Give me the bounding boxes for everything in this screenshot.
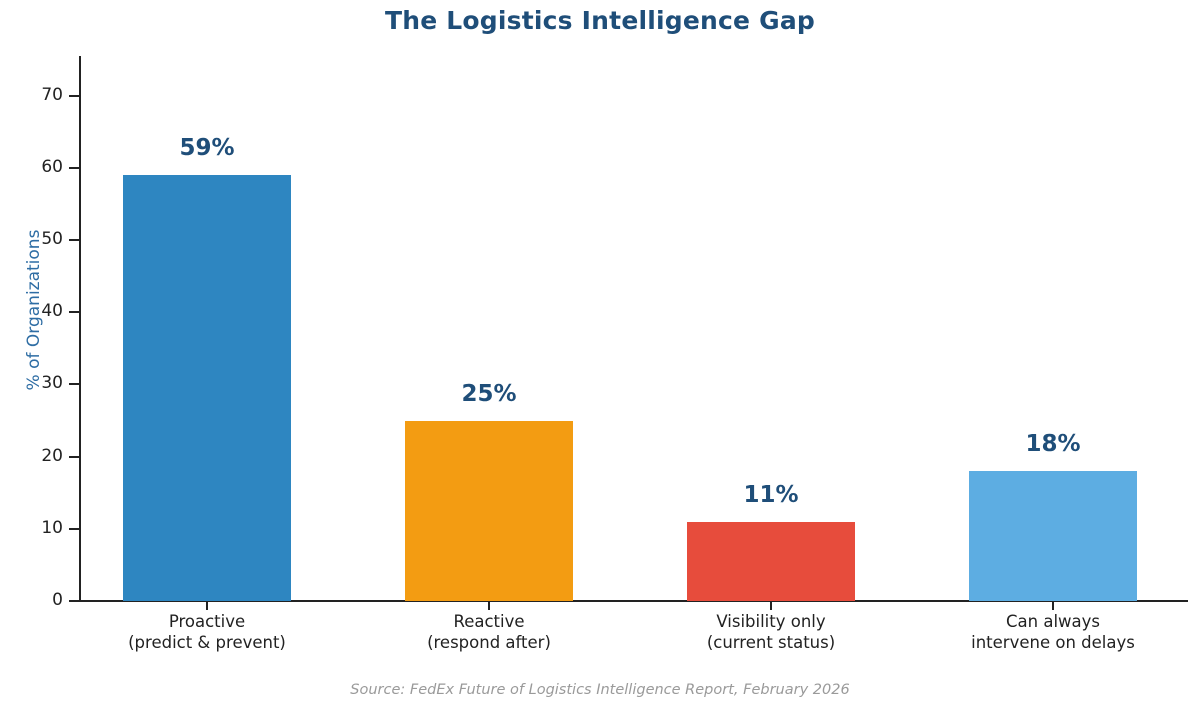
x-axis-tick-label: Can always intervene on delays (971, 612, 1135, 653)
x-axis-tick-label: Reactive (respond after) (427, 612, 551, 653)
y-axis-tick-label: 0 (52, 590, 63, 610)
bar[interactable] (123, 175, 291, 601)
bar[interactable] (687, 521, 855, 601)
y-axis-tick-label: 60 (41, 156, 63, 177)
y-axis-tick (69, 166, 79, 169)
y-axis-tick (69, 94, 79, 97)
x-axis-tick (488, 601, 490, 610)
y-axis-tick-label: 20 (41, 445, 63, 466)
x-axis-tick-label: Visibility only (current status) (706, 612, 836, 653)
x-axis-tick-label: Proactive (predict & prevent) (128, 612, 286, 653)
chart-title: The Logistics Intelligence Gap (384, 6, 815, 35)
bar-value-label: 18% (1025, 431, 1081, 458)
bar-value-label: 11% (743, 481, 799, 508)
source-note: Source: FedEx Future of Logistics Intell… (350, 682, 850, 698)
x-axis-spine (79, 600, 1188, 602)
y-axis-tick-label: 30 (41, 373, 63, 394)
x-axis-tick (206, 601, 208, 610)
y-axis-tick (69, 527, 79, 530)
bar[interactable] (969, 471, 1137, 601)
bar-value-label: 59% (179, 135, 235, 162)
y-axis-tick (69, 600, 79, 602)
y-axis-tick-label: 40 (41, 301, 63, 322)
x-axis-tick (1052, 601, 1054, 610)
y-axis-tick-label: 10 (41, 517, 63, 538)
bar-value-label: 25% (461, 380, 517, 407)
y-axis-tick (69, 383, 79, 386)
plot-area (79, 56, 1188, 601)
y-axis-tick-label: 70 (41, 84, 63, 105)
y-axis-tick (69, 239, 79, 242)
bar[interactable] (405, 420, 573, 601)
y-axis-spine (79, 56, 81, 602)
y-axis-tick (69, 455, 79, 458)
y-axis-tick (69, 311, 79, 314)
x-axis-tick (770, 601, 772, 610)
y-axis-tick-label: 50 (41, 229, 63, 250)
